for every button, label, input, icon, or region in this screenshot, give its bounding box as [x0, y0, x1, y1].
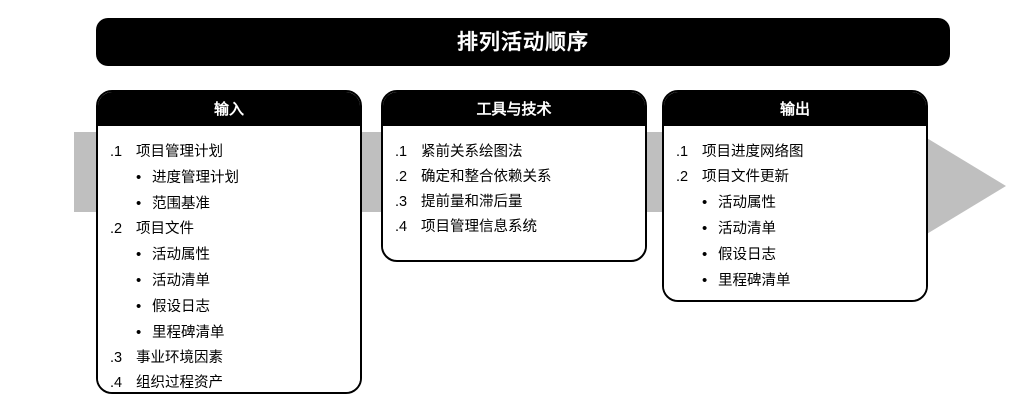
column-header-tools: 工具与技术	[383, 92, 645, 126]
item-number: .2	[676, 169, 689, 185]
bullet-icon: •	[136, 169, 142, 186]
bullet-icon: •	[702, 272, 708, 289]
item-number: .4	[110, 375, 123, 391]
list-item: .2 项目文件	[110, 217, 350, 242]
list-item: • 活动属性	[110, 242, 350, 268]
list-item: .4 组织过程资产	[110, 371, 350, 392]
item-label: 提前量和滞后量	[421, 194, 523, 210]
list-item: • 活动清单	[110, 268, 350, 294]
bullet-icon: •	[136, 195, 142, 212]
list-item: .3 事业环境因素	[110, 346, 350, 371]
item-label: 项目管理计划	[136, 144, 223, 160]
item-label: 项目文件	[136, 221, 194, 237]
column-tools-and-techniques: 工具与技术 .1 紧前关系绘图法 .2 确定和整合依赖关系 .3 提前量和滞后量…	[381, 90, 647, 262]
column-body-tools: .1 紧前关系绘图法 .2 确定和整合依赖关系 .3 提前量和滞后量 .4 项目…	[383, 126, 645, 250]
item-number: .3	[395, 194, 408, 210]
process-title: 排列活动顺序	[457, 30, 589, 54]
column-header-inputs: 输入	[98, 92, 360, 126]
column-inputs: 输入 .1 项目管理计划 • 进度管理计划 • 范围基准 .2 项目文件 • 活…	[96, 90, 362, 394]
item-label: 项目文件更新	[702, 169, 789, 185]
item-number: .2	[110, 221, 123, 237]
item-label: 范围基准	[152, 196, 210, 212]
list-item: • 活动清单	[676, 216, 916, 242]
column-title-inputs: 输入	[213, 100, 244, 118]
item-label: 活动清单	[718, 221, 776, 237]
bullet-icon: •	[702, 246, 708, 263]
item-number: .2	[395, 169, 408, 185]
bullet-icon: •	[136, 298, 142, 315]
column-outputs: 输出 .1 项目进度网络图 .2 项目文件更新 • 活动属性 • 活动清单 • …	[662, 90, 928, 302]
item-label: 紧前关系绘图法	[421, 144, 523, 160]
item-number: .1	[110, 144, 123, 160]
list-item: • 假设日志	[110, 294, 350, 320]
list-item: .1 项目管理计划	[110, 140, 350, 165]
item-number: .1	[395, 144, 408, 160]
list-item: • 进度管理计划	[110, 165, 350, 191]
list-item: .1 紧前关系绘图法	[395, 140, 635, 165]
item-label: 项目进度网络图	[702, 144, 804, 160]
item-label: 活动属性	[152, 247, 210, 263]
list-item: .2 确定和整合依赖关系	[395, 165, 635, 190]
list-item: .2 项目文件更新	[676, 165, 916, 190]
bullet-icon: •	[136, 246, 142, 263]
list-item: • 里程碑清单	[676, 268, 916, 294]
process-title-banner: 排列活动顺序	[96, 18, 950, 66]
item-label: 项目管理信息系统	[421, 219, 537, 235]
list-item: .3 提前量和滞后量	[395, 190, 635, 215]
bullet-icon: •	[136, 324, 142, 341]
list-item: .4 项目管理信息系统	[395, 215, 635, 240]
bullet-icon: •	[702, 220, 708, 237]
list-item: • 活动属性	[676, 190, 916, 216]
item-label: 假设日志	[718, 247, 776, 263]
item-label: 里程碑清单	[152, 325, 225, 341]
item-label: 进度管理计划	[152, 170, 239, 186]
list-item: • 假设日志	[676, 242, 916, 268]
bullet-icon: •	[702, 194, 708, 211]
list-item: • 范围基准	[110, 191, 350, 217]
item-label: 活动属性	[718, 195, 776, 211]
column-body-inputs: .1 项目管理计划 • 进度管理计划 • 范围基准 .2 项目文件 • 活动属性…	[98, 126, 360, 392]
item-number: .1	[676, 144, 689, 160]
item-label: 事业环境因素	[136, 350, 223, 366]
column-title-outputs: 输出	[779, 100, 810, 118]
column-body-outputs: .1 项目进度网络图 .2 项目文件更新 • 活动属性 • 活动清单 • 假设日…	[664, 126, 926, 300]
list-item: .1 项目进度网络图	[676, 140, 916, 165]
list-item: • 里程碑清单	[110, 320, 350, 346]
column-title-tools: 工具与技术	[476, 100, 552, 118]
item-label: 活动清单	[152, 273, 210, 289]
item-label: 里程碑清单	[718, 273, 791, 289]
item-number: .3	[110, 350, 123, 366]
column-header-outputs: 输出	[664, 92, 926, 126]
item-label: 假设日志	[152, 299, 210, 315]
item-label: 确定和整合依赖关系	[421, 169, 552, 185]
item-number: .4	[395, 219, 408, 235]
bullet-icon: •	[136, 272, 142, 289]
item-label: 组织过程资产	[136, 375, 223, 391]
